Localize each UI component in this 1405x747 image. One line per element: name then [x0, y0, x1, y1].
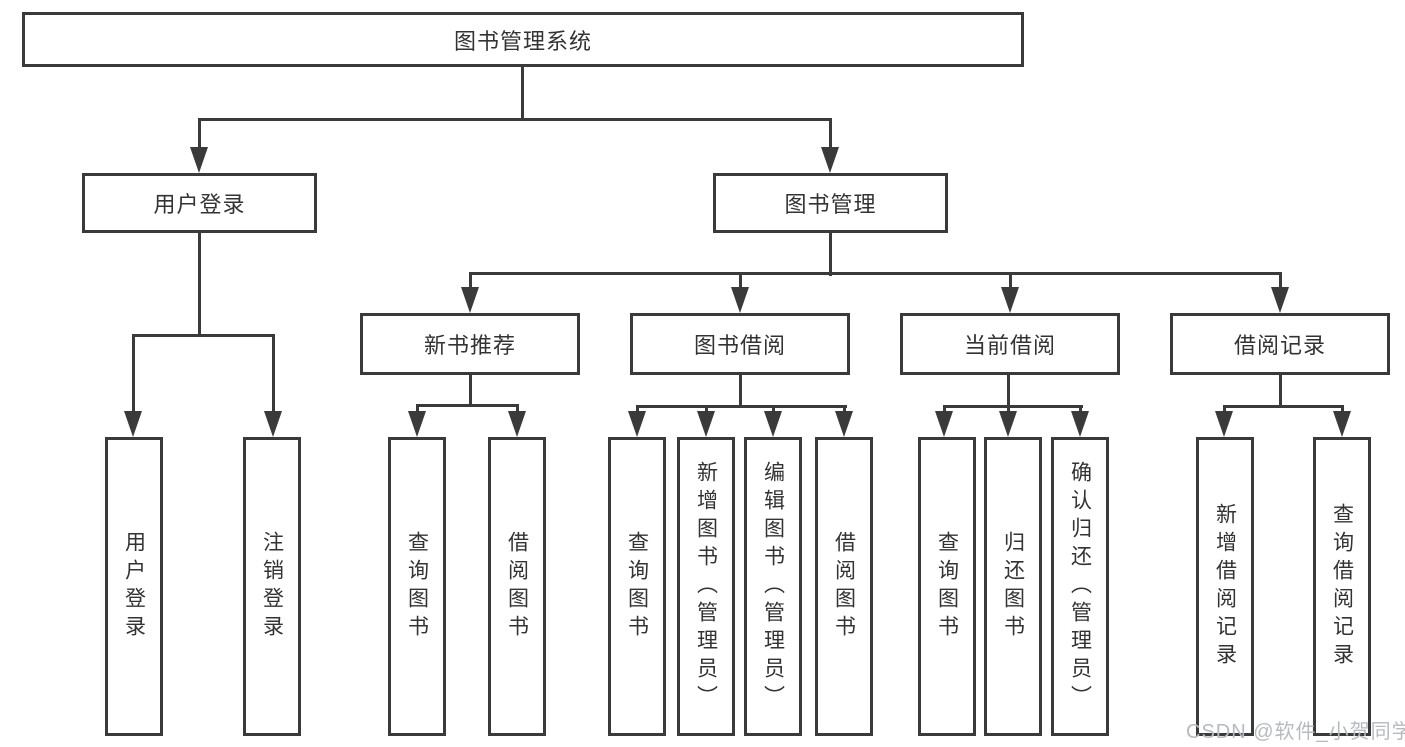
leaf-label: 新增借阅记录 — [1213, 502, 1237, 671]
arrow-down-icon — [1001, 287, 1019, 313]
node-label: 用户登录 — [153, 192, 246, 217]
leaf-label: 归还图书 — [1001, 530, 1025, 643]
connector-drop — [516, 404, 519, 415]
connector-branch-current-borrowing — [943, 405, 1083, 408]
arrow-down-icon — [508, 411, 526, 437]
csdn-watermark: CSDN @软件_小贺同学 — [1186, 721, 1405, 743]
leaf-borrow-books-borrowing: 借阅图书 — [815, 437, 873, 736]
arrow-down-icon — [764, 411, 782, 437]
arrow-down-icon — [190, 147, 208, 173]
arrow-down-icon — [999, 411, 1017, 437]
node-label: 图书管理系统 — [453, 28, 592, 54]
node-label: 借阅记录 — [1233, 333, 1326, 358]
leaf-borrow-books-recommend: 借阅图书 — [488, 437, 546, 736]
connector-drop — [843, 405, 846, 415]
leaf-add-borrow-record: 新增借阅记录 — [1196, 437, 1254, 736]
connector-drop — [705, 405, 708, 415]
node-library-management-system: 图书管理系统 — [22, 12, 1024, 67]
connector-drop — [739, 272, 742, 290]
leaf-label: 查询图书 — [935, 530, 959, 643]
arrow-down-icon — [935, 411, 953, 437]
arrow-down-icon — [835, 411, 853, 437]
leaf-label: 新增图书（管理员） — [694, 460, 718, 713]
connector-drop — [1079, 405, 1082, 415]
connector-drop — [132, 334, 135, 414]
arrow-down-icon — [264, 411, 282, 437]
arrow-down-icon — [1271, 287, 1289, 313]
node-borrowing-records: 借阅记录 — [1170, 313, 1390, 375]
node-current-borrowing: 当前借阅 — [900, 313, 1120, 375]
connector-drop — [1007, 405, 1010, 415]
leaf-label: 注销登录 — [260, 530, 284, 643]
arrow-down-icon — [124, 411, 142, 437]
leaf-add-books-admin: 新增图书（管理员） — [677, 437, 735, 736]
connector-branch-user-login — [132, 334, 275, 337]
connector-trunk-root — [521, 65, 524, 121]
connector-trunk-borrowing-records — [1279, 375, 1282, 408]
connector-drop — [1009, 272, 1012, 290]
connector-trunk-book-borrowing — [739, 375, 742, 408]
leaf-query-books-recommend: 查询图书 — [388, 437, 446, 736]
leaf-label: 借阅图书 — [505, 530, 529, 643]
leaf-label: 用户登录 — [122, 530, 146, 643]
connector-branch-borrowing-records — [1223, 405, 1344, 408]
connector-drop — [772, 405, 775, 415]
connector-drop — [1279, 272, 1282, 290]
connector-branch-book-borrowing — [636, 405, 847, 408]
node-label: 图书借阅 — [693, 333, 786, 358]
leaf-label: 编辑图书（管理员） — [761, 460, 785, 713]
connector-branch-root — [198, 118, 832, 121]
arrow-down-icon — [628, 411, 646, 437]
leaf-query-books-current: 查询图书 — [918, 437, 976, 736]
connector-drop — [636, 405, 639, 415]
connector-trunk-current-borrowing — [1007, 375, 1010, 408]
connector-trunk-user-login — [198, 233, 201, 337]
leaf-edit-books-admin: 编辑图书（管理员） — [744, 437, 802, 736]
node-label: 图书管理 — [784, 192, 877, 217]
arrow-down-icon — [1333, 411, 1351, 437]
arrow-down-icon — [461, 287, 479, 313]
leaf-user-login: 用户登录 — [105, 437, 163, 736]
connector-drop — [1223, 405, 1226, 415]
node-user-login: 用户登录 — [82, 173, 317, 233]
connector-trunk-book-management — [829, 233, 832, 276]
arrow-down-icon — [697, 411, 715, 437]
leaf-query-borrow-record: 查询借阅记录 — [1313, 437, 1371, 736]
connector-drop — [272, 334, 275, 414]
leaf-label: 借阅图书 — [832, 530, 856, 643]
arrow-down-icon — [1071, 411, 1089, 437]
connector-drop — [416, 404, 419, 415]
arrow-down-icon — [821, 147, 839, 173]
leaf-query-books-borrowing: 查询图书 — [608, 437, 666, 736]
leaf-return-books: 归还图书 — [984, 437, 1042, 736]
arrow-down-icon — [408, 411, 426, 437]
leaf-label: 查询图书 — [625, 530, 649, 643]
leaf-logout: 注销登录 — [243, 437, 301, 736]
leaf-confirm-return-admin: 确认归还（管理员） — [1051, 437, 1109, 736]
connector-drop — [469, 272, 472, 290]
connector-drop — [1341, 405, 1344, 415]
arrow-down-icon — [731, 287, 749, 313]
connector-drop — [829, 118, 832, 152]
arrow-down-icon — [1215, 411, 1233, 437]
leaf-label: 确认归还（管理员） — [1068, 460, 1092, 713]
node-label: 当前借阅 — [963, 333, 1056, 358]
node-label: 新书推荐 — [423, 333, 516, 358]
leaf-label: 查询图书 — [405, 530, 429, 643]
node-new-book-recommend: 新书推荐 — [360, 313, 580, 375]
connector-branch-new-book — [416, 404, 519, 407]
connector-drop — [198, 118, 201, 152]
connector-drop — [943, 405, 946, 415]
connector-trunk-new-book — [469, 375, 472, 407]
node-book-borrowing: 图书借阅 — [630, 313, 850, 375]
node-book-management: 图书管理 — [713, 173, 948, 233]
leaf-label: 查询借阅记录 — [1330, 502, 1354, 671]
connector-branch-book-management — [469, 272, 1282, 275]
